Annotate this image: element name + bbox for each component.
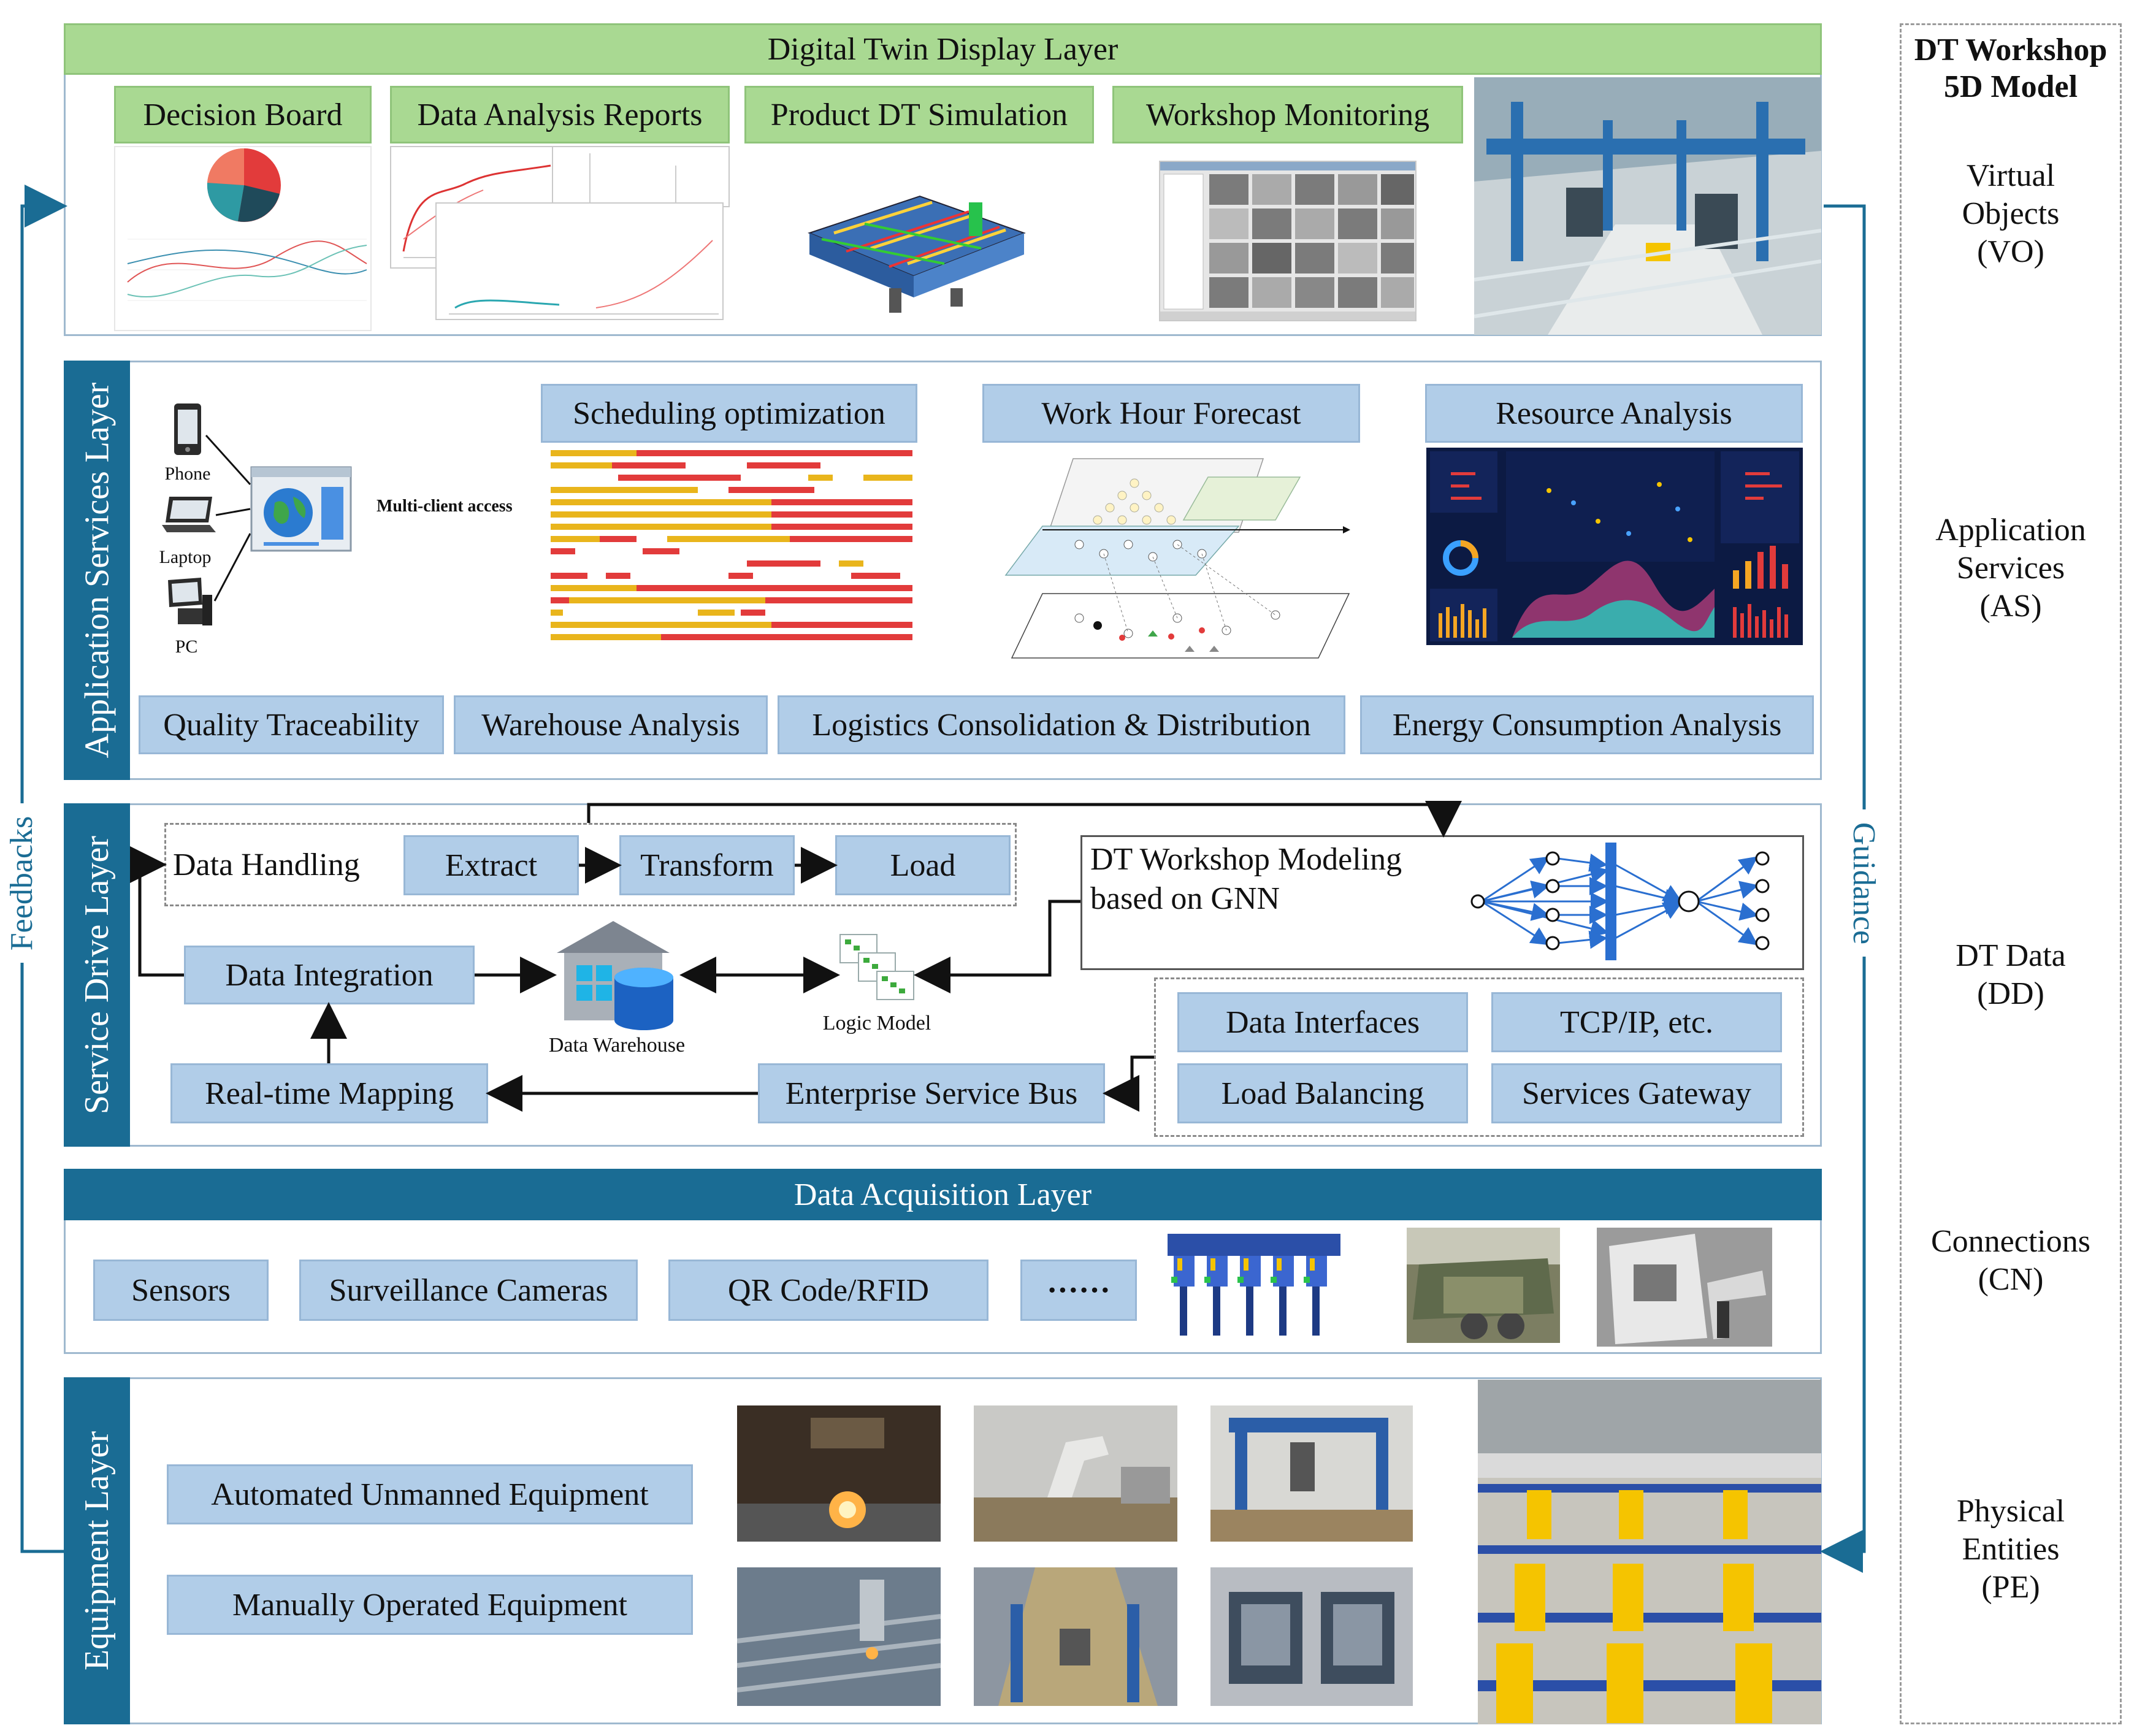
data-analysis-chart-2 [552,146,730,207]
pe-line-3: (PE) [1981,1570,2040,1605]
data-warehouse-icon [552,916,681,1033]
application-services-label: Application Services (AS) [1910,511,2112,625]
phone-label: Phone [164,464,211,484]
product-dt-simulation-image [797,166,1030,319]
laptop-label: Laptop [159,547,212,567]
tcp-ip-box: TCP/IP, etc. [1491,992,1782,1052]
cn-line-2: (CN) [1978,1262,2044,1297]
automated-equipment-box: Automated Unmanned Equipment [167,1464,693,1524]
realtime-mapping-box: Real-time Mapping [170,1063,488,1123]
workstation-photo [1210,1567,1413,1706]
five-d-model-panel [1900,23,2122,1724]
data-handling-label: Data Handling [173,847,360,882]
warehouse-analysis-label: Warehouse Analysis [454,695,768,754]
data-interfaces-box: Data Interfaces [1177,992,1468,1052]
virtual-objects-label: Virtual Objects (VO) [1910,157,2112,271]
feedbacks-text: Feedbacks [4,816,40,950]
as-line-1: Application [1935,513,2086,548]
workshop-monitoring-label: Workshop Monitoring [1112,86,1463,143]
cutting-sparks-photo [737,1405,941,1542]
sensors-box: Sensors [93,1260,269,1321]
phone-icon [170,402,205,457]
as-line-3: (AS) [1979,589,2042,624]
vo-line-3: (VO) [1977,234,2044,269]
vo-line-1: Virtual [1966,158,2055,193]
work-hour-knowledge-graph [1004,453,1350,661]
resource-analysis-label: Resource Analysis [1425,384,1803,443]
esb-dashed-group [1154,977,1804,1137]
dd-line-2: (DD) [1977,976,2044,1011]
camera-photo-image [1407,1228,1560,1343]
workshop-floor-photo [1478,1380,1821,1724]
feedbacks-label: Feedbacks [0,803,44,963]
decision-board-label: Decision Board [114,86,372,143]
logistics-consolidation-label: Logistics Consolidation & Distribution [778,695,1345,754]
laptop-icon [161,494,217,535]
gnn-modeling-line-1: DT Workshop Modeling [1090,842,1402,877]
logic-model-label: Logic Model [822,1012,931,1034]
vo-line-2: Objects [1962,196,2060,231]
conveyor-cutting-photo [737,1567,941,1706]
surveillance-cameras-box: Surveillance Cameras [299,1260,638,1321]
load-box: Load [835,835,1011,895]
pe-line-2: Entities [1962,1532,2060,1567]
transform-box: Transform [619,835,795,895]
gnn-modeling-line-2: based on GNN [1090,881,1280,916]
physical-entities-label: Physical Entities (PE) [1910,1493,2112,1607]
data-analysis-chart-3 [435,202,724,320]
sensor-rig-image [1165,1228,1343,1343]
guidance-label: Guidance [1842,809,1886,957]
logic-model-icon [838,932,916,1006]
workshop-3d-scene-image [1474,77,1821,335]
connections-label: Connections (CN) [1910,1223,2112,1299]
gantry-welder-photo [1210,1405,1413,1542]
load-balancing-box: Load Balancing [1177,1063,1468,1123]
dd-line-1: DT Data [1956,938,2066,973]
equipment-layer-sidebar: Equipment Layer [64,1377,130,1724]
manual-equipment-box: Manually Operated Equipment [167,1575,693,1635]
cn-line-1: Connections [1931,1224,2090,1259]
pc-icon [163,576,215,628]
decision-board-image [114,146,372,331]
browser-window-icon [250,466,352,552]
assembly-line-photo [974,1567,1177,1706]
services-gateway-box: Services Gateway [1491,1063,1782,1123]
workshop-monitoring-image [1159,161,1417,321]
as-line-2: Services [1956,551,2065,586]
qr-scanner-photo-image [1597,1228,1772,1347]
qr-code-rfid-box: QR Code/RFID [668,1260,988,1321]
gnn-network-diagram [1466,840,1772,963]
service-layer-sidebar: Service Drive Layer [64,803,130,1147]
pe-line-1: Physical [1956,1494,2065,1529]
dt-data-label: DT Data (DD) [1910,937,2112,1013]
more-items-box: ······ [1020,1260,1137,1321]
product-dt-simulation-label: Product DT Simulation [744,86,1094,143]
guidance-text: Guidance [1846,822,1882,944]
application-layer-sidebar: Application Services Layer [64,361,130,780]
data-integration-box: Data Integration [184,946,475,1004]
resource-analysis-dashboard [1426,448,1803,645]
enterprise-service-bus-box: Enterprise Service Bus [758,1063,1105,1123]
data-warehouse-label: Data Warehouse [548,1034,686,1057]
scheduling-optimization-label: Scheduling optimization [541,384,917,443]
multi-client-access-label: Multi-client access [377,497,513,516]
five-d-title-line-2: 5D Model [1943,69,2078,104]
display-layer-title: Digital Twin Display Layer [64,23,1822,75]
five-d-title-line-1: DT Workshop [1914,33,2108,67]
acquisition-layer-title: Data Acquisition Layer [64,1169,1822,1220]
work-hour-forecast-label: Work Hour Forecast [982,384,1360,443]
robot-arm-photo [974,1405,1177,1542]
extract-box: Extract [403,835,579,895]
quality-traceability-label: Quality Traceability [139,695,444,754]
data-analysis-reports-label: Data Analysis Reports [390,86,730,143]
scheduling-gantt-image [545,448,915,650]
pc-label: PC [175,637,198,657]
gnn-modeling-label: DT Workshop Modeling based on GNN [1090,840,1402,919]
energy-consumption-analysis-label: Energy Consumption Analysis [1360,695,1814,754]
five-d-model-title: DT Workshop 5D Model [1900,32,2122,105]
